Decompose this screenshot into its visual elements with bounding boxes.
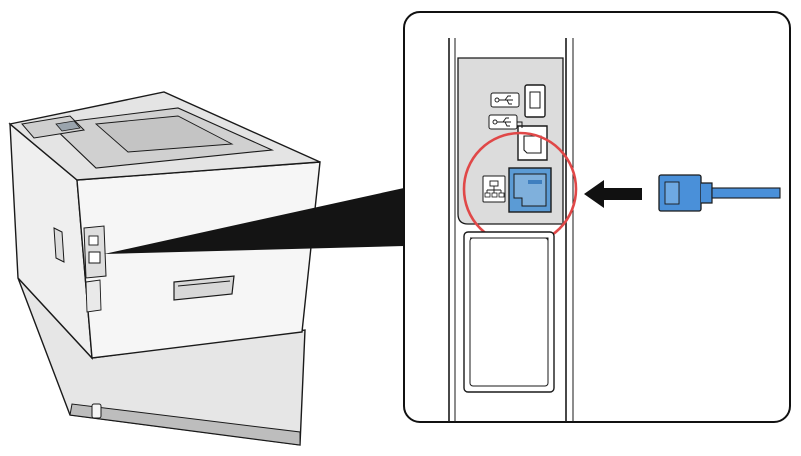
expansion-slot [463, 231, 555, 393]
tray-lock [91, 403, 102, 419]
lan-cable-wire [711, 187, 781, 199]
network-icon [482, 175, 506, 203]
usb-icon [490, 92, 520, 108]
printer-interface-area [83, 225, 107, 313]
control-panel [21, 115, 86, 139]
network-port [508, 167, 552, 213]
printer-front [76, 161, 321, 359]
lan-cable [658, 174, 781, 212]
usb-icon [488, 114, 523, 130]
usb-a-port [524, 84, 546, 118]
usb-b-port [517, 125, 548, 161]
insert-arrow [584, 180, 642, 208]
callout-panel [403, 11, 791, 423]
printer [8, 91, 321, 446]
callout-pointer [104, 188, 404, 254]
